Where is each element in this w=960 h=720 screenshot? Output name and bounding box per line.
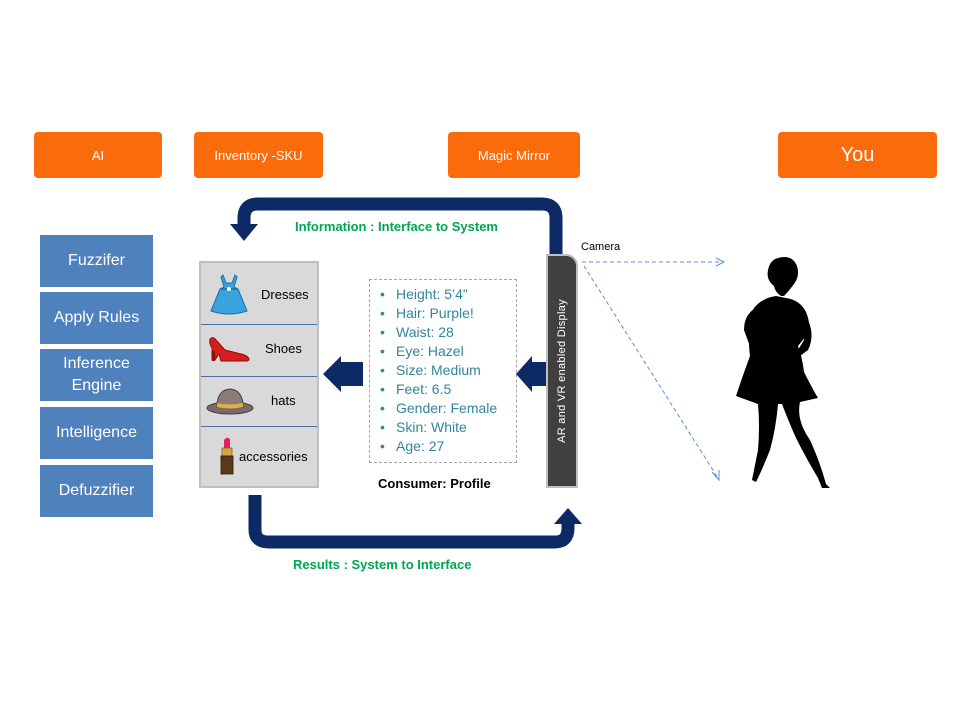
consumer-profile-caption: Consumer: Profile [378,476,491,491]
apply-rules-box: Apply Rules [40,292,153,344]
inventory-label-shoes: Shoes [265,341,302,356]
profile-item: Hair: Purple! [380,304,516,323]
top-loop-arrow [237,197,563,256]
inventory-row-dresses: Dresses [201,263,317,325]
hat-icon [206,388,254,415]
inventory-row-shoes: Shoes [201,324,317,377]
camera-arrow-horizontal [715,257,726,267]
profile-item: Waist: 28 [380,323,516,342]
you-header: You [778,132,937,178]
ar-vr-display: AR and VR enabled Display [546,254,578,488]
lipstick-icon [220,437,234,475]
camera-line-diagonal [583,265,719,479]
profile-item: Eye: Hazel [380,342,516,361]
camera-label: Camera [581,241,621,253]
profile-item: Size: Medium [380,361,516,380]
inference-engine-box: Inference Engine [40,349,153,401]
inventory-label-hats: hats [271,393,296,408]
inventory-row-accessories: accessories [201,426,317,486]
inventory-panel: Dresses Shoes hats accessories [199,261,319,488]
profile-item: Skin: White [380,418,516,437]
bottom-loop-arrow [248,495,575,549]
shoe-icon [209,337,250,362]
woman-silhouette-icon [736,257,830,488]
left-block-arrow-inventory [323,356,363,392]
defuzzifier-box: Defuzzifier [40,465,153,517]
information-flow-label: Information : Interface to System [295,219,498,234]
profile-item: Gender: Female [380,399,516,418]
intelligence-box: Intelligence [40,407,153,459]
bottom-arrow-head [554,508,582,524]
fuzzifier-box: Fuzzifer [40,235,153,287]
ar-vr-display-label: AR and VR enabled Display [556,299,568,443]
profile-item: Height: 5’4” [380,285,516,304]
profile-item: Age: 27 [380,437,516,456]
magic-mirror-header: Magic Mirror [448,132,580,178]
results-flow-label: Results : System to Interface [293,557,472,572]
inventory-row-hats: hats [201,376,317,427]
dress-icon [210,274,248,315]
consumer-profile-list: Height: 5’4” Hair: Purple! Waist: 28 Eye… [369,279,517,463]
camera-arrow-diagonal [711,470,720,482]
ai-header: AI [34,132,162,178]
top-arrow-head [230,224,258,241]
profile-item: Feet: 6.5 [380,380,516,399]
left-block-arrow-profile [516,356,550,392]
inventory-header: Inventory -SKU [194,132,323,178]
inventory-label-dresses: Dresses [261,287,309,302]
inventory-label-accessories: accessories [239,449,308,464]
